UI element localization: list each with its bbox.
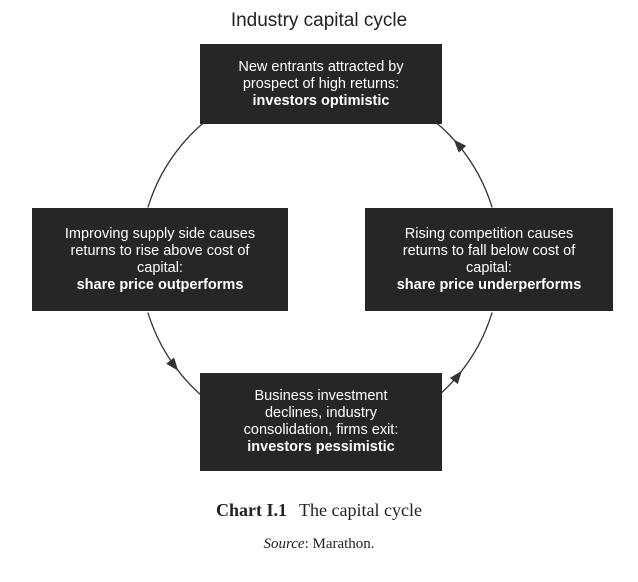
stage-text-line: returns to fall below cost of [402, 242, 576, 259]
stage-improving-supply: Improving supply side causes returns to … [32, 208, 288, 311]
stage-emphasis: investors pessimistic [247, 439, 395, 455]
stage-new-entrants: New entrants attracted by prospect of hi… [200, 44, 442, 124]
stage-text-line: consolidation, firms exit: [243, 422, 399, 438]
cycle-arrow-right-bottom [449, 370, 462, 385]
stage-emphasis: share price underperforms [396, 276, 582, 293]
source-label: Source [263, 536, 305, 552]
stage-emphasis: share price outperforms [76, 276, 244, 293]
stage-text-line: New entrants attracted by [238, 58, 404, 75]
source-text: : Marathon. [304, 536, 375, 552]
stage-emphasis: investors optimistic [252, 92, 390, 109]
stage-rising-competition: Rising competition causes returns to fal… [365, 208, 613, 311]
chart-caption-text: The capital cycle [299, 500, 422, 520]
stage-text-line: declines, industry [264, 405, 378, 421]
stage-text-line: Improving supply side causes [64, 225, 256, 242]
stage-text-line: Rising competition causes [404, 225, 574, 242]
stage-text-line: capital: [137, 259, 183, 276]
stage-text-line: Business investment [254, 388, 388, 404]
cycle-arrow-bottom-left [166, 357, 179, 371]
stage-text-line: capital: [466, 259, 512, 276]
diagram-title: Industry capital cycle [230, 10, 408, 31]
stage-investment-declines: Business investment declines, industry c… [200, 373, 442, 471]
chart-number: Chart I.1 [216, 500, 288, 520]
source-caption: Source: Marathon. [0, 536, 638, 553]
chart-caption: Chart I.1 The capital cycle [0, 500, 638, 521]
cycle-arrow-top-right [453, 139, 467, 153]
stage-text-line: prospect of high returns: [242, 75, 400, 92]
stage-text-line: returns to rise above cost of [70, 242, 250, 259]
